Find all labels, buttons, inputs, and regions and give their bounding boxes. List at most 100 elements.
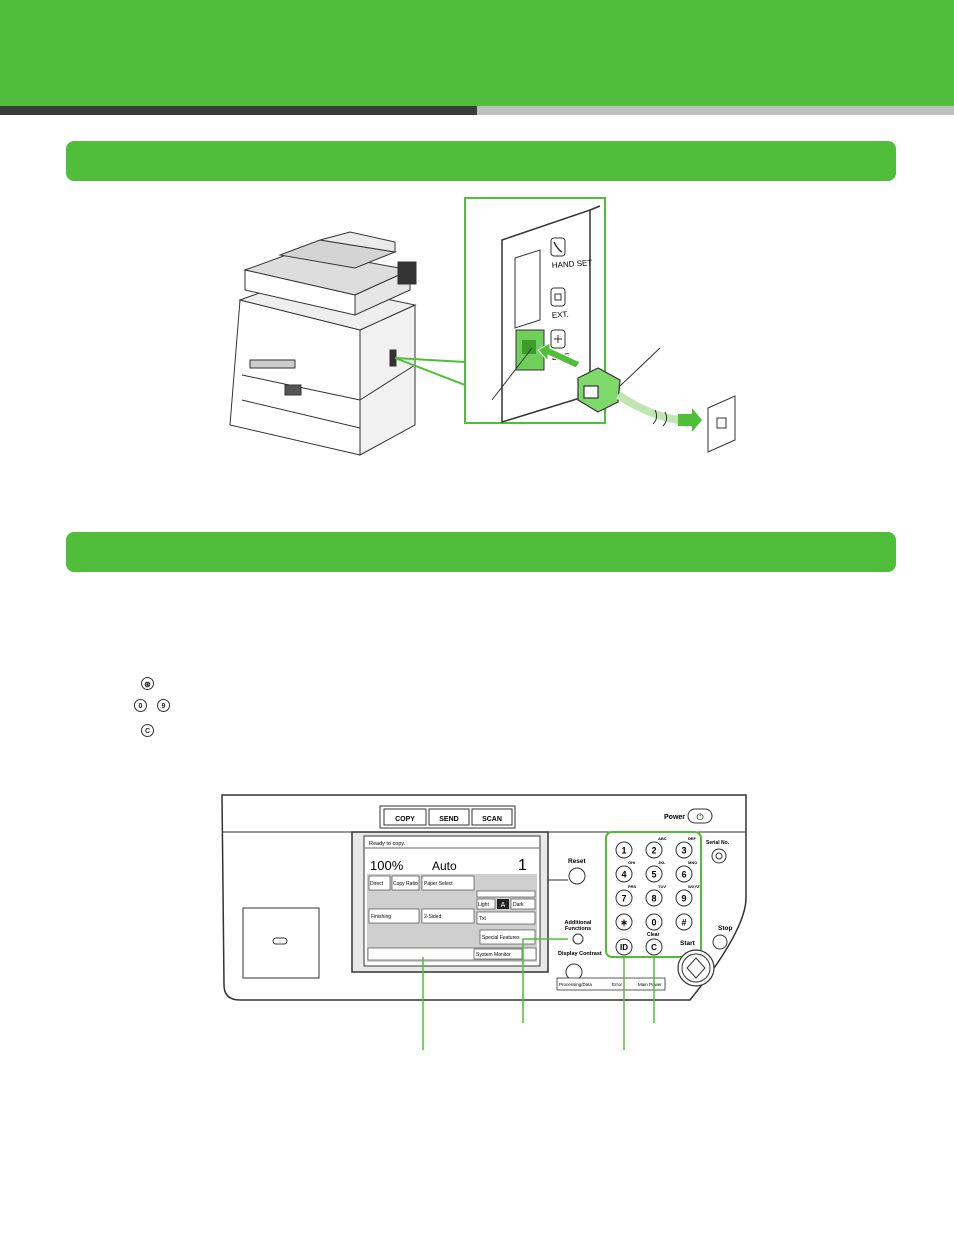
wall-arrow [678,408,702,432]
keypad-key-label: 1 [621,846,626,856]
additional-functions-key-icon: ⊛ [141,677,154,690]
send-key[interactable]: SEND [428,808,470,826]
keypad-key-1[interactable]: 1 [615,841,633,859]
svg-text:Light: Light [478,902,489,908]
svg-text:Copy Ratio: Copy Ratio [393,881,418,887]
density-bar [476,890,536,898]
svg-text:C: C [651,943,657,952]
port-label-ext: EXT. [552,310,569,320]
status-main-power: Main Power [638,982,662,987]
additional-functions-key[interactable] [572,933,584,945]
reset-key[interactable] [568,867,586,885]
svg-text:Direct: Direct [370,881,384,887]
special-features-button[interactable]: Special Features [479,929,536,945]
scan-key[interactable]: SCAN [471,808,513,826]
keypad-key-label: 9 [681,894,686,904]
header-rule-dark [0,106,477,115]
display-contrast-dial[interactable] [565,963,583,981]
keypad-key-11[interactable]: 0 [645,913,663,931]
svg-text:COPY: COPY [395,816,415,823]
keypad-key-letters: WXYZ [688,884,700,889]
status-processing: Processing/Data [559,982,593,987]
text-mode-button[interactable]: Txt [476,911,536,925]
clear-label: Clear [647,932,660,938]
finishing-button[interactable]: Finishing [368,908,420,924]
keypad-key-letters: TUV [658,884,666,889]
keypad-key-label: 7 [621,894,626,904]
display-contrast-label: Display Contrast [558,951,602,957]
svg-text:Dark: Dark [513,902,524,908]
keypad-key-label: 8 [651,894,656,904]
keypad-key-10[interactable]: ∗ [615,913,633,931]
screen-copies: 1 [518,857,527,874]
light-button[interactable]: Light [476,898,496,910]
screen-status: Ready to copy. [369,841,406,847]
section-bar-connection [66,141,896,181]
key-9-icon: 9 [157,699,170,712]
status-error: Error [612,982,623,987]
two-sided-button[interactable]: 2-Sided [421,908,475,924]
clear-key[interactable]: C [645,938,663,956]
line-port-icon [550,329,566,349]
svg-text:SEND: SEND [439,816,458,823]
keypad-key-letters: DEF [688,836,697,841]
wall-jack [707,395,736,453]
svg-text:Finishing: Finishing [371,914,391,920]
keypad-key-label: 0 [651,918,656,928]
insert-arrow [537,342,581,369]
svg-text:Special Features: Special Features [482,935,520,941]
keypad-key-letters: JKL [658,860,666,865]
power-key[interactable]: ⏻ [687,808,713,824]
svg-text:Paper Select: Paper Select [424,881,453,887]
keypad-key-label: # [681,918,686,928]
handset-icon [550,237,566,257]
keypad-key-label: ∗ [620,918,628,928]
connection-illustration: HAND SET EXT. LINE [229,197,736,456]
keypad-key-letters: PRS [628,884,637,889]
keypad-key-letters: GHI [628,860,635,865]
svg-text:ID: ID [620,943,628,952]
modular-plug [577,367,621,413]
reset-label: Reset [568,858,587,865]
keypad-key-12[interactable]: # [675,913,693,931]
keypad-key-letters: MNO [688,860,697,865]
key-0-icon: 0 [134,699,147,712]
ext-phone-icon [550,287,566,307]
copy-key[interactable]: COPY [383,808,427,826]
svg-text:System Monitor: System Monitor [476,952,511,958]
svg-text:A: A [501,902,506,909]
svg-text:2-Sided: 2-Sided [424,914,441,920]
section-bar-control-panel [66,532,896,572]
dark-button[interactable]: Dark [510,898,536,910]
leader-additional-functions [522,938,568,1023]
id-key[interactable]: ID [615,938,633,956]
direct-button[interactable]: Direct [368,875,391,891]
keypad-key-letters: ABC [658,836,667,841]
header-band [0,0,954,106]
port-label-handset: HAND SET [552,258,593,270]
power-label: Power [664,814,685,821]
machine-illustration [229,231,417,456]
system-monitor-button[interactable]: System Monitor [473,948,523,960]
serial-key[interactable] [711,848,727,864]
stop-key[interactable] [712,934,728,950]
clear-key-icon: C [141,724,154,737]
serial-label: Serial No. [706,840,730,846]
keypad-key-label: 2 [651,846,656,856]
copy-ratio-button[interactable]: Copy Ratio [391,875,420,891]
svg-text:⏻: ⏻ [696,812,703,822]
keypad-key-label: 3 [681,846,686,856]
screen-ratio: 100% [370,858,404,873]
paper-select-button[interactable]: Paper Select [421,875,475,891]
keypad-key-label: 5 [651,870,656,880]
